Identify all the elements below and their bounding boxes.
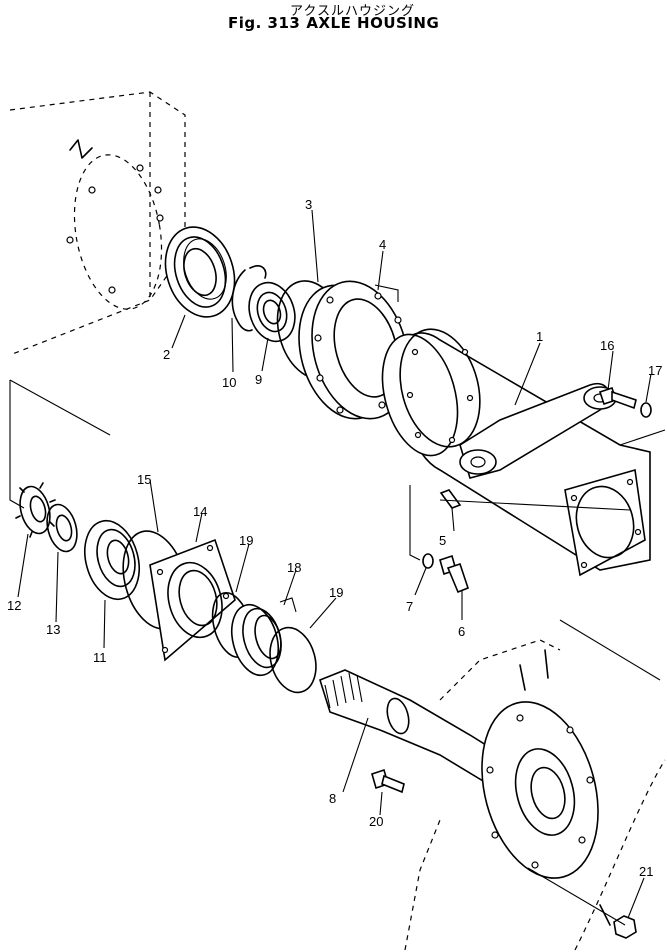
wheel-nut (613, 915, 637, 939)
transmission-case (9, 91, 186, 356)
callout-13: 13 (46, 622, 60, 637)
callout-4: 4 (379, 237, 386, 252)
callout-2: 2 (163, 347, 170, 362)
oil-seal (230, 597, 297, 677)
washer-17 (640, 402, 652, 418)
callout-leaders (17, 209, 652, 919)
lock-washer (46, 503, 78, 553)
bolt-16 (598, 386, 637, 410)
snap-ring (231, 265, 267, 332)
callout-numbers: 1 2 3 4 5 6 7 8 9 10 11 12 13 14 15 16 1… (7, 197, 662, 879)
callout-9: 9 (255, 372, 262, 387)
axle-housing (381, 328, 651, 577)
callout-18: 18 (287, 560, 301, 575)
callout-3: 3 (305, 197, 312, 212)
o-ring-19-right (269, 626, 317, 694)
callout-15: 15 (137, 472, 151, 487)
washer-7 (422, 553, 434, 569)
callout-5: 5 (439, 533, 446, 548)
callout-8: 8 (329, 791, 336, 806)
dowel-pin (439, 489, 462, 509)
figure-name: AXLE HOUSING (306, 14, 440, 32)
figure-title: Fig. 313 AXLE HOUSING (228, 14, 445, 32)
callout-7: 7 (406, 599, 413, 614)
callout-20: 20 (369, 814, 383, 829)
figure-number: Fig. 313 (228, 14, 301, 32)
callout-16: 16 (600, 338, 614, 353)
lock-nut (15, 482, 56, 538)
bearing-cage (149, 538, 236, 662)
callout-10: 10 (222, 375, 236, 390)
bolt-6 (439, 554, 469, 594)
callout-12: 12 (7, 598, 21, 613)
axle-shaft (319, 669, 599, 879)
callout-6: 6 (458, 624, 465, 639)
callout-21: 21 (639, 864, 653, 879)
callout-19-left: 19 (239, 533, 253, 548)
callout-14: 14 (193, 504, 207, 519)
callout-11: 11 (93, 650, 107, 665)
callout-1: 1 (536, 329, 543, 344)
bearing-small (248, 281, 296, 343)
alignment-lines (9, 379, 666, 926)
bearing-large (164, 226, 236, 318)
callout-19-right: 19 (329, 585, 343, 600)
bearing-11 (84, 519, 140, 601)
tire-background (404, 639, 666, 951)
wheel-bolt (371, 768, 405, 794)
callout-17: 17 (648, 363, 662, 378)
title-japanese: アクスルハウジング (290, 4, 415, 19)
